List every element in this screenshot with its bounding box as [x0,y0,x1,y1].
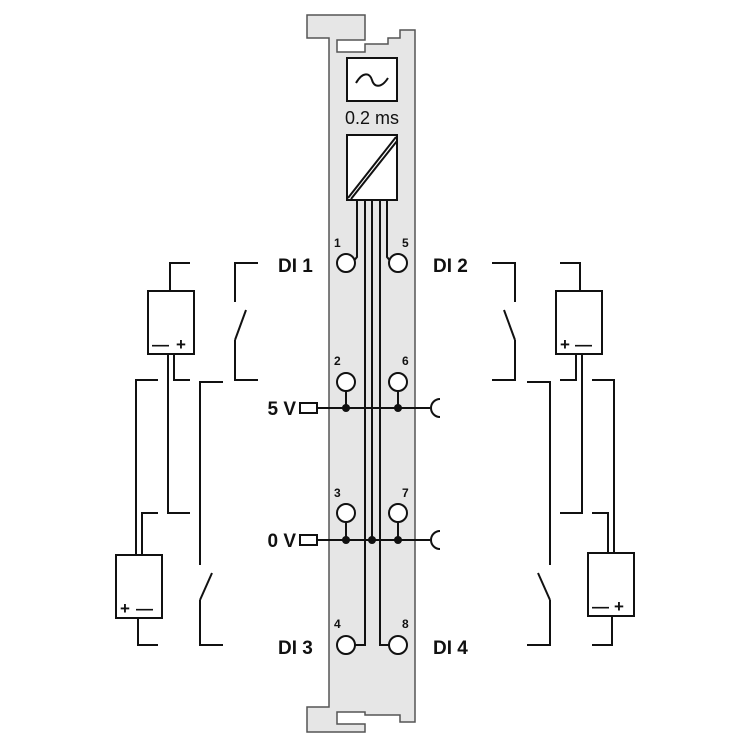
svg-text:2: 2 [334,354,341,368]
svg-text:4: 4 [334,617,341,631]
external-circuit-right [492,262,635,646]
isolation-converter-icon [347,136,398,200]
svg-text:+: + [614,597,624,616]
5v-connector [299,402,318,414]
svg-text:—: — [136,599,153,618]
di1-label: DI 1 [278,256,313,277]
svg-text:—: — [592,597,609,616]
svg-text:—: — [575,335,592,354]
svg-text:5: 5 [402,236,409,250]
svg-text:+: + [176,335,186,354]
svg-text:+: + [560,335,570,354]
switch-di1 [234,262,258,381]
sensor-box [147,290,195,355]
svg-text:1: 1 [334,236,341,250]
polarity-labels: — + + — + — — + [120,335,624,618]
di2-label: DI 2 [433,256,468,277]
0v-connector [299,534,318,546]
svg-text:—: — [152,335,169,354]
internal-wires [351,200,393,646]
svg-text:+: + [120,599,130,618]
di3-label: DI 3 [278,638,313,659]
svg-text:7: 7 [402,486,409,500]
svg-text:6: 6 [402,354,409,368]
terminal-numbers: 1 2 3 4 5 6 7 8 [334,236,409,631]
switch-di3 [199,381,223,646]
sine-wave-icon [355,73,389,87]
filter-time-label: 0.2 ms [345,108,399,128]
0v-label: 0 V [267,531,296,552]
svg-text:8: 8 [402,617,409,631]
svg-text:3: 3 [334,486,341,500]
di4-label: DI 4 [433,638,468,659]
external-circuit-left [115,262,258,646]
terminals [336,253,408,655]
5v-label: 5 V [267,399,296,420]
sensor-box [115,554,163,619]
junction-dots [342,404,402,544]
